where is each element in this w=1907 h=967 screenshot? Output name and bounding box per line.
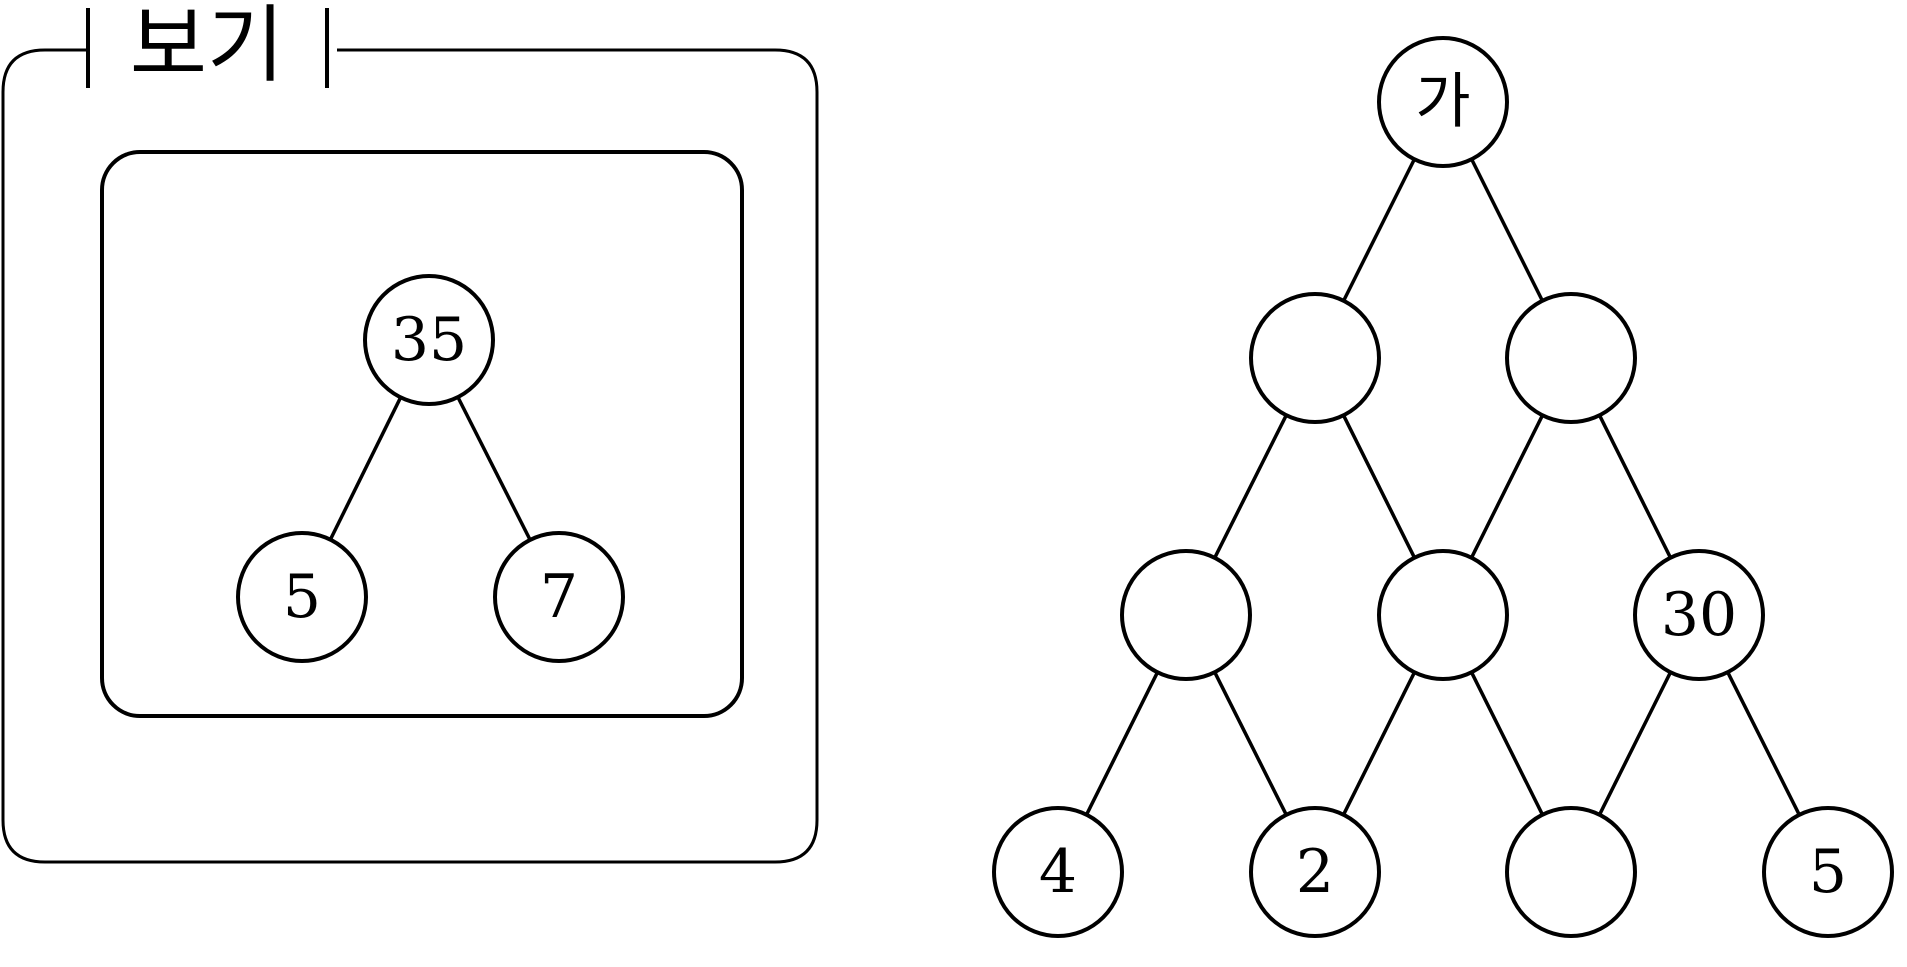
edge-n2-n4 xyxy=(1469,414,1545,559)
node-n9 xyxy=(1762,806,1894,938)
node-label-n0: 가 xyxy=(1415,67,1470,137)
node-label-n6: 4 xyxy=(1039,837,1077,907)
node-n6 xyxy=(992,806,1124,938)
node-n2 xyxy=(1505,292,1637,424)
node-n4 xyxy=(1377,549,1509,681)
puzzle-tree: 가 30 4 2 5 xyxy=(992,36,1894,938)
legend-inner-frame xyxy=(100,150,744,718)
node-a xyxy=(236,531,368,663)
edge-r-a xyxy=(328,396,403,541)
node-r xyxy=(363,274,495,406)
node-b xyxy=(493,531,625,663)
edge-n3-n7 xyxy=(1213,671,1288,816)
node-label-b: 7 xyxy=(540,562,578,632)
node-label-r: 35 xyxy=(391,305,467,375)
node-n0 xyxy=(1377,36,1509,168)
node-n3 xyxy=(1120,549,1252,681)
node-n1 xyxy=(1249,292,1381,424)
edge-n1-n3 xyxy=(1213,414,1288,559)
edge-n0-n1 xyxy=(1342,158,1416,302)
edge-n3-n6 xyxy=(1084,671,1160,816)
node-label-n7: 2 xyxy=(1296,837,1334,907)
node-label-a: 5 xyxy=(283,562,321,632)
edge-n4-n8 xyxy=(1469,671,1545,816)
node-n5 xyxy=(1633,549,1765,681)
node-n7 xyxy=(1249,806,1381,938)
legend-outer-frame xyxy=(1,48,819,864)
edge-n1-n4 xyxy=(1341,414,1417,559)
node-label-n5: 30 xyxy=(1661,580,1737,650)
edge-n2-n5 xyxy=(1597,414,1673,559)
edge-n0-n2 xyxy=(1470,158,1544,302)
legend-title: 보기 xyxy=(130,0,285,94)
node-label-n9: 5 xyxy=(1809,837,1847,907)
example-tree: 35 5 7 xyxy=(236,274,625,663)
node-n8 xyxy=(1505,806,1637,938)
edge-n4-n7 xyxy=(1341,671,1417,816)
edge-n5-n9 xyxy=(1726,671,1801,816)
edge-r-b xyxy=(456,396,532,541)
edge-n5-n8 xyxy=(1597,671,1673,816)
